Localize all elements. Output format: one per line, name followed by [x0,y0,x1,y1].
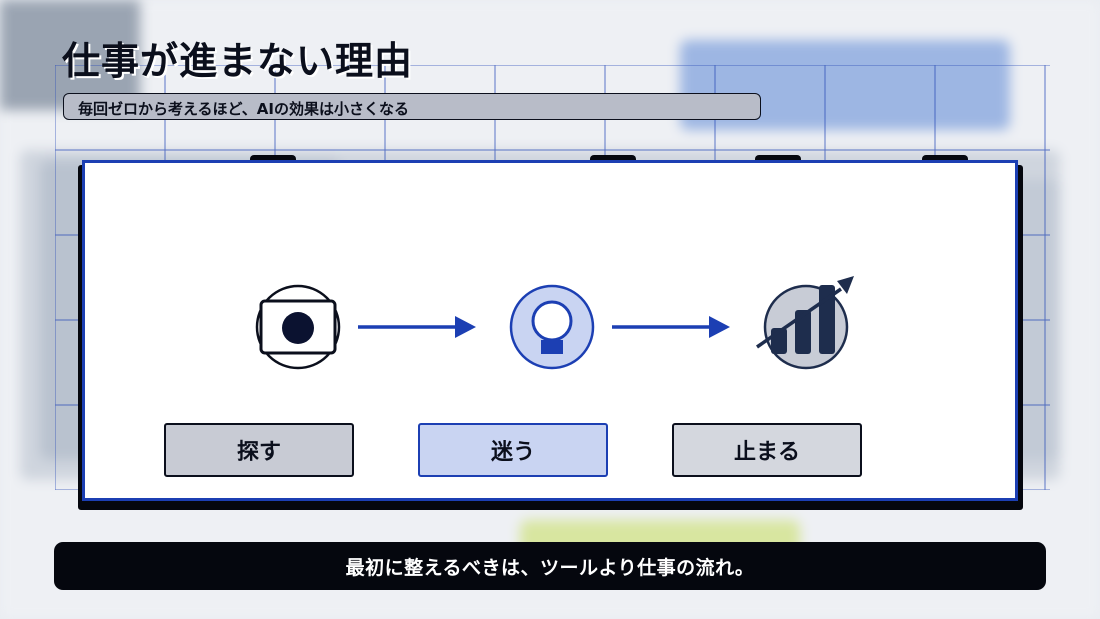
step-label-search: 探す [164,423,354,477]
subtitle-text: 毎回ゼロから考えるほど、AIの効果は小さくなる [78,100,409,118]
arrow-right-icon [612,316,730,338]
step-label-stop: 止まる [672,423,862,477]
footer-message: 最初に整えるべきは、ツールより仕事の流れ。 [345,556,755,579]
step-label-hesitate: 迷う [418,423,608,477]
process-flow-diagram [85,163,1021,504]
arrow-right-icon [358,316,476,338]
subtitle-banner: 毎回ゼロから考えるほど、AIの効果は小さくなる [63,93,761,120]
process-card: 探す 迷う 止まる [82,160,1018,501]
person-icon [509,284,595,370]
footer-message-banner: 最初に整えるべきは、ツールより仕事の流れ。 [54,542,1046,590]
growth-chart-icon [756,276,854,370]
document-icon [255,284,341,370]
page-title: 仕事が進まない理由 [62,39,414,83]
